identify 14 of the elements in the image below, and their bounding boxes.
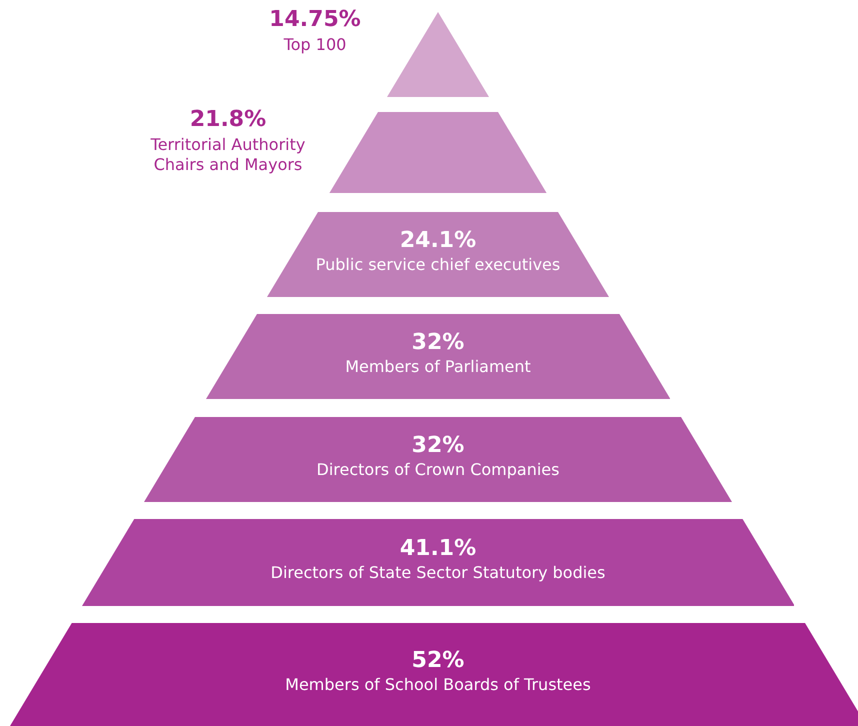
tier-label: Directors of Crown Companies <box>316 460 560 481</box>
tier-label: Territorial Authority Chairs and Mayors <box>150 134 306 176</box>
percentage-value: 32% <box>410 328 466 356</box>
percentage-value: 32% <box>410 432 466 460</box>
tier-label: Top 100 <box>282 34 348 56</box>
tier-label: Members of School Boards of Trustees <box>284 675 592 696</box>
tier-label: Directors of State Sector Statutory bodies <box>270 563 606 584</box>
tier-label: Members of Parliament <box>344 357 532 378</box>
percentage-value: 14.75% <box>268 6 362 34</box>
percentage-value: 52% <box>410 646 466 674</box>
percentage-value: 24.1% <box>398 226 478 254</box>
tier-label: Public service chief executives <box>314 255 562 276</box>
percentage-value: 41.1% <box>398 534 478 562</box>
percentage-value: 21.8% <box>188 106 268 134</box>
